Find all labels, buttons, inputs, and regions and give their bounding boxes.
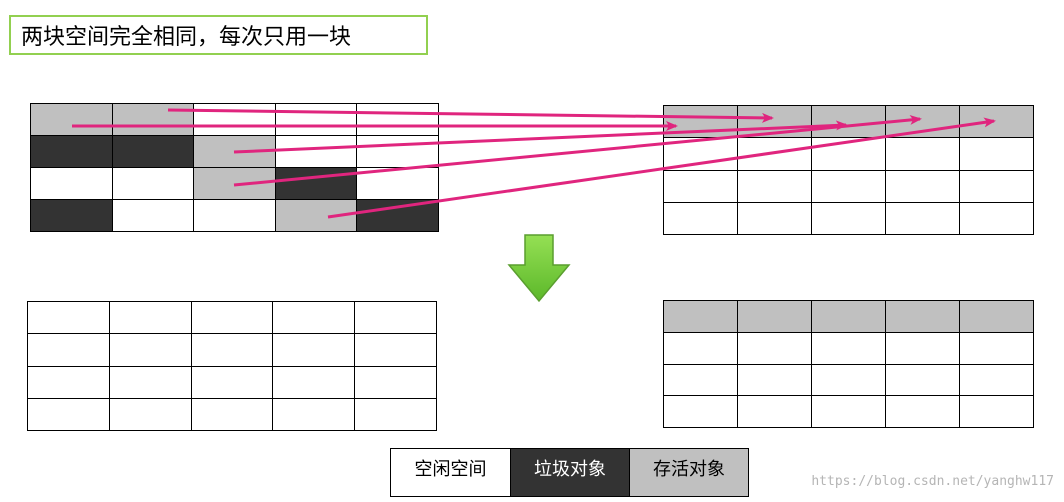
memory-cell-free xyxy=(812,202,886,235)
memory-cell-alive xyxy=(960,106,1034,139)
memory-cell-free xyxy=(357,136,439,168)
memory-cell-free xyxy=(355,302,437,335)
memory-cell-free xyxy=(960,364,1034,397)
memory-cell-free xyxy=(738,364,812,397)
down-arrow-icon xyxy=(507,234,571,303)
memory-cell-free xyxy=(664,138,738,171)
memory-cell-free xyxy=(738,332,812,365)
memory-grid-after-target xyxy=(663,300,1034,428)
memory-cell-alive xyxy=(886,106,960,139)
memory-cell-free xyxy=(273,366,356,399)
memory-cell-garbage xyxy=(275,168,358,200)
memory-cell-free xyxy=(275,136,358,168)
memory-cell-free xyxy=(112,168,195,200)
memory-cell-free xyxy=(886,138,960,171)
legend-item-free: 空闲空间 xyxy=(391,449,510,496)
memory-cell-free xyxy=(886,202,960,235)
legend-label-garbage: 垃圾对象 xyxy=(534,459,606,480)
memory-cell-free xyxy=(112,200,195,232)
watermark: https://blog.csdn.net/yanghw117 xyxy=(811,474,1054,489)
memory-cell-free xyxy=(194,104,276,136)
memory-cell-alive xyxy=(112,104,195,136)
memory-cell-alive xyxy=(812,106,886,139)
memory-cell-free xyxy=(886,364,960,397)
memory-cell-free xyxy=(664,396,738,428)
memory-cell-free xyxy=(191,334,274,367)
memory-cell-alive xyxy=(738,106,812,139)
memory-cell-alive xyxy=(886,301,960,333)
memory-cell-free xyxy=(28,366,110,399)
memory-cell-free xyxy=(191,302,274,335)
memory-cell-free xyxy=(191,366,274,399)
legend-item-alive: 存活对象 xyxy=(629,449,748,496)
memory-cell-garbage xyxy=(112,136,195,168)
memory-cell-free xyxy=(960,332,1034,365)
memory-cell-free xyxy=(664,202,738,235)
memory-cell-alive xyxy=(194,136,276,168)
memory-cell-free xyxy=(960,396,1034,428)
memory-cell-free xyxy=(355,398,437,431)
memory-cell-free xyxy=(738,138,812,171)
memory-cell-garbage xyxy=(31,200,113,232)
memory-cell-alive xyxy=(31,104,113,136)
memory-cell-free xyxy=(812,396,886,428)
memory-cell-free xyxy=(357,168,439,200)
memory-cell-free xyxy=(886,170,960,203)
memory-cell-free xyxy=(812,364,886,397)
memory-cell-free xyxy=(812,170,886,203)
memory-cell-free xyxy=(738,170,812,203)
memory-cell-free xyxy=(109,334,192,367)
memory-grid-before-source xyxy=(30,103,439,232)
memory-cell-free xyxy=(960,202,1034,235)
legend-label-alive: 存活对象 xyxy=(653,459,725,480)
memory-cell-free xyxy=(28,334,110,367)
legend-label-free: 空闲空间 xyxy=(414,459,487,480)
memory-grid-before-target xyxy=(663,105,1034,235)
memory-cell-free xyxy=(28,398,110,431)
memory-cell-free xyxy=(31,168,113,200)
memory-cell-free xyxy=(194,200,276,232)
memory-cell-free xyxy=(886,396,960,428)
memory-cell-free xyxy=(812,332,886,365)
memory-cell-alive xyxy=(738,301,812,333)
memory-cell-free xyxy=(664,364,738,397)
memory-cell-free xyxy=(355,366,437,399)
memory-cell-free xyxy=(355,334,437,367)
memory-cell-alive xyxy=(812,301,886,333)
memory-cell-free xyxy=(960,138,1034,171)
memory-cell-garbage xyxy=(31,136,113,168)
memory-cell-free xyxy=(273,398,356,431)
memory-cell-alive xyxy=(664,301,738,333)
memory-cell-alive xyxy=(664,106,738,139)
memory-cell-free xyxy=(275,104,358,136)
diagram-title: 两块空间完全相同，每次只用一块 xyxy=(9,15,428,55)
memory-cell-alive xyxy=(275,200,358,232)
memory-cell-free xyxy=(738,202,812,235)
memory-cell-free xyxy=(960,170,1034,203)
memory-cell-alive xyxy=(194,168,276,200)
memory-cell-free xyxy=(109,366,192,399)
memory-cell-free xyxy=(273,302,356,335)
memory-cell-free xyxy=(109,398,192,431)
memory-cell-free xyxy=(109,302,192,335)
memory-cell-free xyxy=(664,332,738,365)
memory-cell-free xyxy=(28,302,110,335)
legend-item-garbage: 垃圾对象 xyxy=(510,449,629,496)
memory-cell-free xyxy=(664,170,738,203)
memory-cell-free xyxy=(273,334,356,367)
memory-cell-free xyxy=(738,396,812,428)
memory-cell-free xyxy=(812,138,886,171)
memory-cell-garbage xyxy=(357,200,439,232)
memory-cell-alive xyxy=(960,301,1034,333)
legend: 空闲空间 垃圾对象 存活对象 xyxy=(390,448,749,497)
memory-grid-after-source xyxy=(27,301,437,431)
memory-cell-free xyxy=(191,398,274,431)
memory-cell-free xyxy=(357,104,439,136)
memory-cell-free xyxy=(886,332,960,365)
